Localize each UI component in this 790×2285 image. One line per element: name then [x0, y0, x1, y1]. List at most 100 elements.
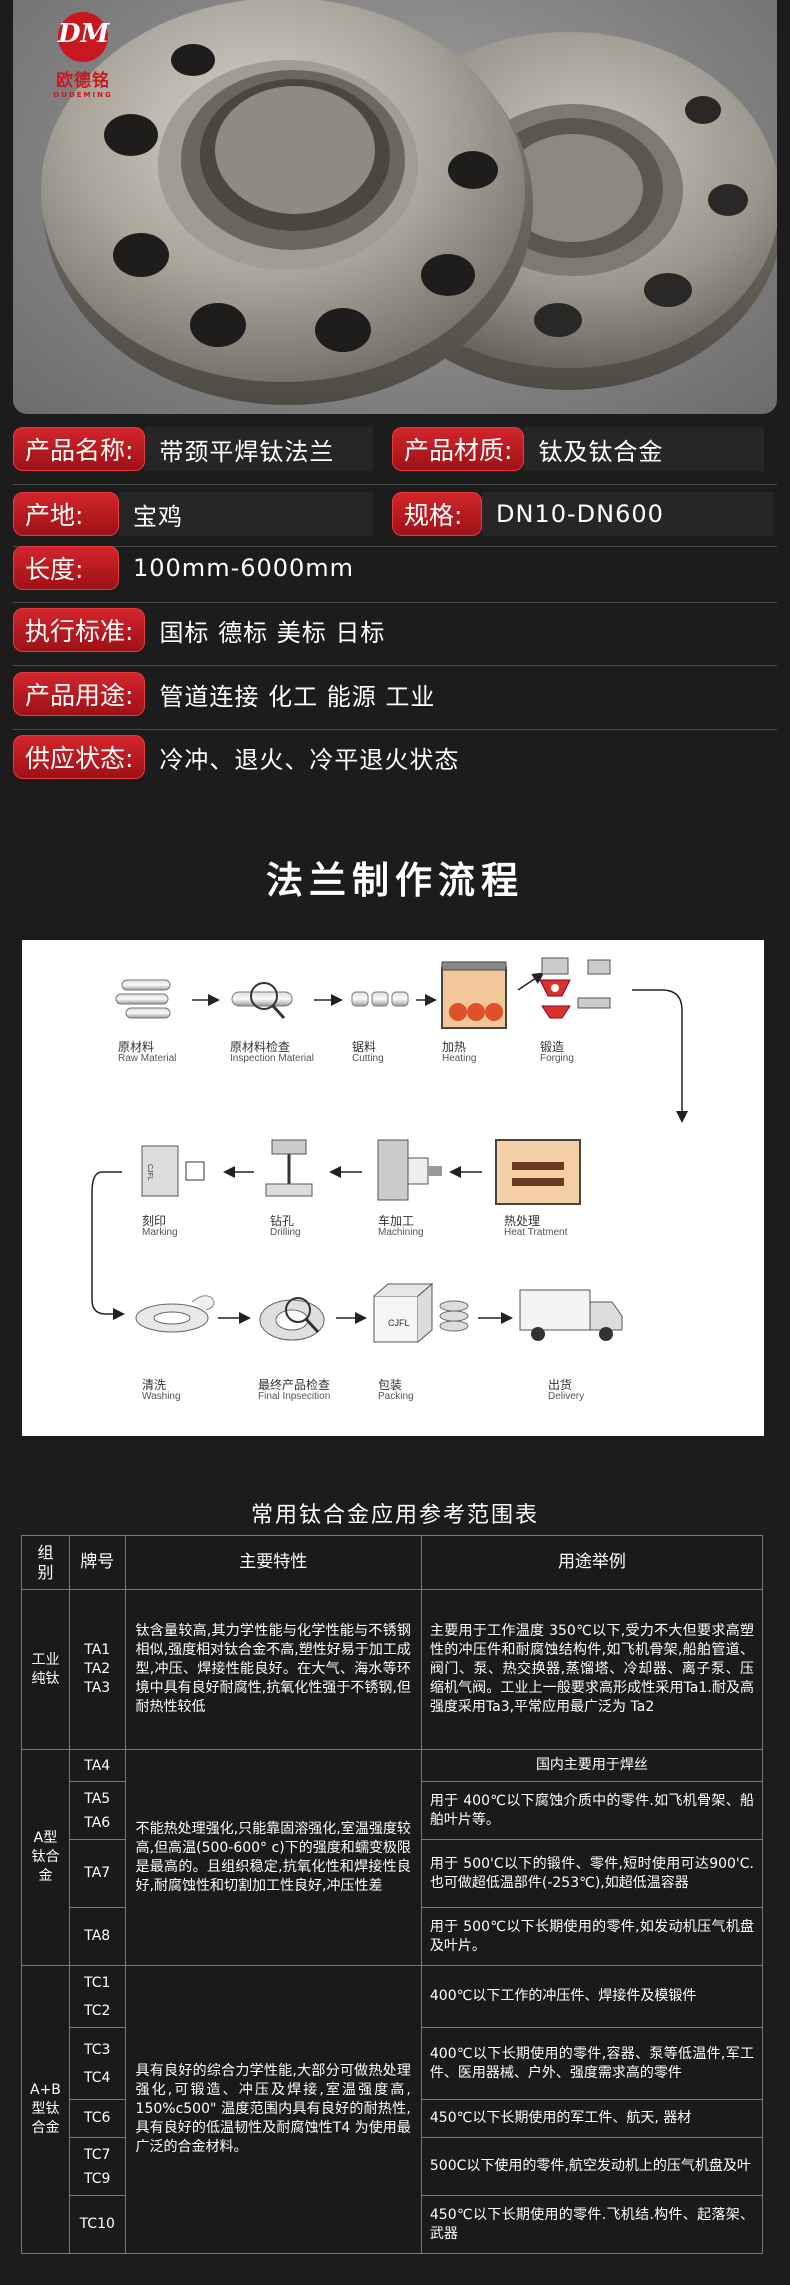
- table-row: 工业纯钛 TA1 TA2 TA3 钛含量较高,其力学性能与化学性能与不锈钢相似,…: [21, 1589, 764, 1750]
- brand-logo-letters: DM: [58, 19, 110, 49]
- spec-label: 产品材质:: [392, 427, 525, 471]
- table-row: TC7 TC9 500C以下使用的零件,航空发动机上的压气机盘及叶: [22, 2137, 764, 2196]
- grade-cell: TC10: [68, 2195, 126, 2254]
- step-label-en: Heating: [442, 1053, 477, 1064]
- step-label-en: Machining: [378, 1227, 424, 1238]
- step-label-en: Forging: [540, 1053, 574, 1064]
- spec-usage: 产品用途: 管道连接 化工 能源 工业: [13, 667, 449, 721]
- table-row: A+B型钛合金 TC1 TC2 具有良好的综合力学性能,大部分可做热处理强化,可…: [21, 1965, 764, 2254]
- brand-logo: DM 欧德铭 OUDEMING: [41, 12, 125, 99]
- final-inspection-icon: [259, 1297, 325, 1341]
- table-row: TA7 用于 500'C以下的锻件、零件,短时使用可达900'C.也可做超低温部…: [22, 1839, 764, 1908]
- spec-origin: 产地: 宝鸡: [13, 487, 373, 541]
- step-label-cn: 车加工: [378, 1214, 415, 1228]
- spec-label: 供应状态:: [13, 735, 146, 779]
- header-group: 组别: [21, 1535, 70, 1590]
- spec-value: 带颈平焊钛法兰: [145, 427, 374, 471]
- step-label-en: Marking: [142, 1227, 178, 1238]
- process-section-title: 法兰制作流程: [266, 859, 524, 902]
- step-label-en: Packing: [378, 1391, 414, 1402]
- step-label-en: Final Inpsecition: [258, 1391, 331, 1402]
- use-cell: 400℃以下工作的冲压件、焊接件及模锻件: [420, 1965, 764, 2028]
- use-cell: 450℃以下长期使用的零件.飞机结.构件、起落架、武器: [420, 2195, 764, 2254]
- grade-cell: TC3 TC4: [68, 2027, 126, 2100]
- group-name: A+B型钛合金: [21, 1965, 70, 2254]
- spec-label: 长度:: [13, 546, 119, 590]
- step-label-cn: 热处理: [504, 1214, 541, 1228]
- product-hero-image: DM 欧德铭 OUDEMING: [13, 0, 777, 414]
- spec-divider: [13, 665, 777, 666]
- header-use: 用途举例: [420, 1535, 764, 1590]
- grade-cell: TA7: [68, 1839, 126, 1908]
- use-cell: 450℃以下长期使用的军工件、航天, 器材: [420, 2099, 764, 2138]
- group-name: 工业纯钛: [21, 1589, 70, 1750]
- brand-logo-mark: DM: [58, 12, 110, 62]
- titanium-flange-illustration: [41, 0, 777, 405]
- titanium-alloy-reference-table: 组别 牌号 主要特性 用途举例 工业纯钛 TA1 TA2 TA3 钛含量较高,其…: [21, 1535, 764, 2254]
- marking-icon: [141, 1145, 205, 1197]
- table-title: 常用钛合金应用参考范围表: [250, 1503, 539, 1528]
- brand-name: 欧德铭: [56, 71, 110, 91]
- spec-length: 长度: 100mm-6000mm: [13, 541, 419, 595]
- spec-material: 产品材质: 钛及钛合金: [392, 422, 765, 476]
- table-row: TC3 TC4 400℃以下长期使用的零件,容器、泵等低温件,军工件、医用器械、…: [22, 2027, 764, 2100]
- grade-cell: TA4: [68, 1749, 126, 1782]
- step-label-cn: 原材料: [118, 1040, 155, 1054]
- step-label-en: Raw Material: [118, 1053, 177, 1064]
- table-row: TC6 450℃以下长期使用的军工件、航天, 器材: [22, 2099, 764, 2138]
- spec-divider: [13, 602, 777, 603]
- washing-icon: [135, 1295, 215, 1333]
- use-cell: 国内主要用于焊丝: [420, 1749, 764, 1782]
- raw-material-icon: [115, 979, 171, 1019]
- grade-cell: TC6: [68, 2099, 126, 2138]
- step-label-cn: 原材料检查: [230, 1040, 291, 1054]
- use-cell: 用于 500'C以下的锻件、零件,短时使用可达900'C.也可做超低温部件(-2…: [420, 1839, 764, 1908]
- process-flow-graphics: [91, 957, 688, 1343]
- step-label-cn: 锻造: [540, 1040, 565, 1054]
- table-header-row: 组别 牌号 主要特性 用途举例: [21, 1535, 764, 1590]
- spec-label: 执行标准:: [13, 608, 146, 652]
- group-name: A型钛合金: [21, 1749, 70, 1966]
- property-cell: 钛含量较高,其力学性能与化学性能与不锈钢相似,强度相对钛合金不高,塑性好易于加工…: [124, 1589, 422, 1750]
- property-cell: 具有良好的综合力学性能,大部分可做热处理强化,可锻造、冲压及焊接,室温强度高, …: [124, 1965, 422, 2254]
- step-label-cn: 钻孔: [270, 1214, 295, 1228]
- table-row: A型钛合金 TA4 不能热处理强化,只能靠固溶强化,室温强度较高,但高温(500…: [21, 1749, 764, 1966]
- spec-standard: 执行标准: 国标 德标 美标 日标: [13, 603, 399, 657]
- machining-icon: [377, 1139, 442, 1201]
- spec-supply-state: 供应状态: 冷冲、退火、冷平退火状态: [13, 730, 473, 784]
- spec-size: 规格: DN10-DN600: [392, 487, 774, 541]
- spec-value: 宝鸡: [119, 492, 373, 536]
- step-label-en: Inspection Material: [230, 1053, 314, 1064]
- spec-product-name: 产品名称: 带颈平焊钛法兰: [13, 422, 374, 476]
- heat-treatment-icon: [495, 1139, 581, 1205]
- spec-label: 规格:: [392, 492, 482, 536]
- use-cell: 500C以下使用的零件,航空发动机上的压气机盘及叶: [420, 2137, 764, 2196]
- property-cell: 不能热处理强化,只能靠固溶强化,室温强度较高,但高温(500-600° c)下的…: [124, 1749, 422, 1966]
- packing-box-label: CJFL: [388, 1318, 410, 1328]
- spec-divider: [13, 729, 777, 730]
- use-cell: 主要用于工作温度 350℃以下,受力不大但要求高塑性的冲压件和耐腐蚀结构件,如飞…: [420, 1589, 764, 1750]
- delivery-truck-icon: [519, 1289, 623, 1341]
- marking-box-label: CJFL: [146, 1164, 153, 1181]
- spec-value: 钛及钛合金: [524, 427, 765, 471]
- heating-icon: [441, 961, 507, 1029]
- step-label-cn: 包装: [378, 1378, 403, 1392]
- spec-label: 产地:: [13, 492, 119, 536]
- forging-icon: [539, 957, 611, 1019]
- step-label-en: Delivery: [548, 1391, 585, 1402]
- grade-cell: TA1 TA2 TA3: [68, 1589, 126, 1750]
- table-row: TC10 450℃以下长期使用的零件.飞机结.构件、起落架、武器: [22, 2195, 764, 2254]
- step-label-cn: 加热: [442, 1040, 467, 1054]
- header-property: 主要特性: [124, 1535, 422, 1590]
- step-label-cn: 清洗: [142, 1378, 167, 1392]
- brand-pinyin: OUDEMING: [53, 91, 113, 99]
- step-label-en: Drilling: [270, 1227, 301, 1238]
- table-row: TA5 TA6 用于 400℃以下腐蚀介质中的零件.如飞机骨架、船舶叶片等。: [22, 1781, 764, 1840]
- step-label-en: Heat Tratment: [504, 1227, 568, 1238]
- step-label-cn: 刻印: [142, 1214, 167, 1228]
- spec-value: DN10-DN600: [482, 492, 774, 536]
- table-row: TA8 用于 500℃以下长期使用的零件,如发动机压气机盘及叶片。: [22, 1907, 764, 1966]
- header-grade: 牌号: [68, 1535, 126, 1590]
- spec-value: 管道连接 化工 能源 工业: [159, 682, 436, 711]
- use-cell: 400℃以下长期使用的零件,容器、泵等低温件,军工件、医用器械、户外、强度需求高…: [420, 2027, 764, 2100]
